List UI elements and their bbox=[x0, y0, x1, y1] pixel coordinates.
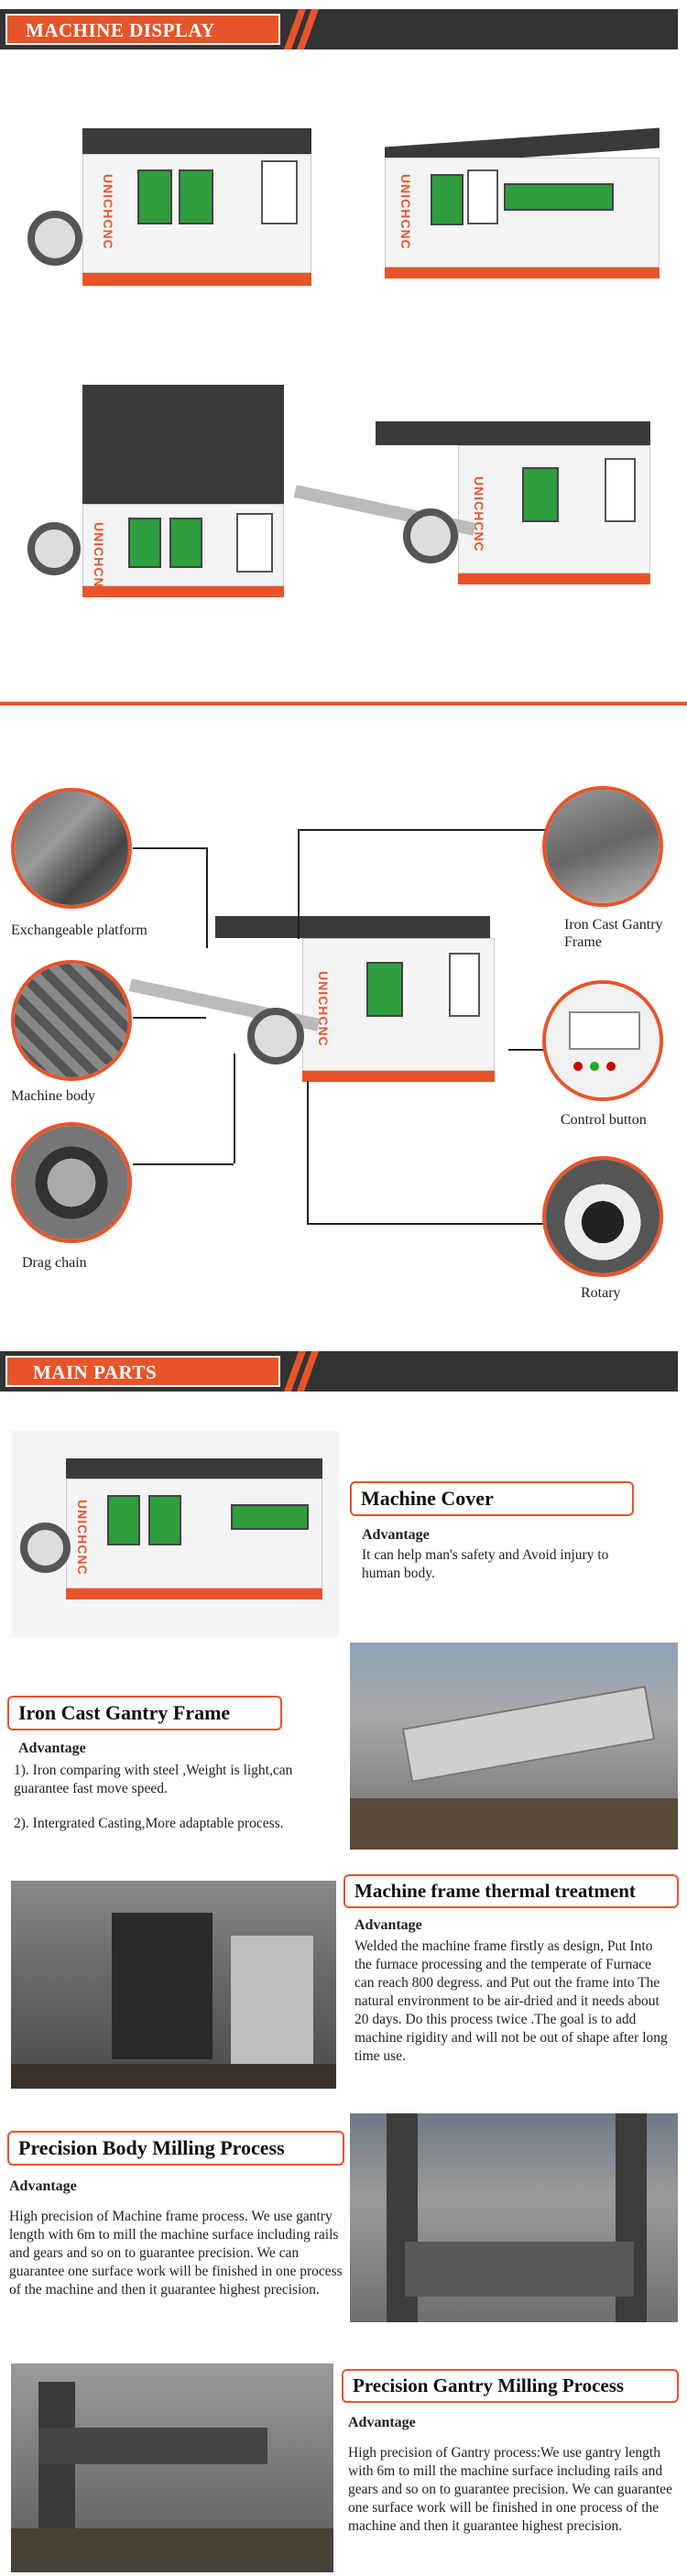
gantry-frame-photo bbox=[350, 1643, 678, 1850]
brand-text: UNICHCNC bbox=[472, 476, 486, 552]
title-gantry-frame: Iron Cast Gantry Frame bbox=[7, 1696, 282, 1730]
callout-label: Iron Cast Gantry Frame bbox=[564, 917, 663, 950]
brand-text: UNICHCNC bbox=[75, 1500, 90, 1576]
title-thermal-treatment: Machine frame thermal treatment bbox=[344, 1874, 679, 1908]
callout-label: Drag chain bbox=[22, 1255, 87, 1271]
machine-render-2: UNICHCNC bbox=[348, 119, 678, 302]
callout-label: Control button bbox=[561, 1112, 647, 1128]
machine-render-3: UNICHCNC bbox=[27, 385, 302, 605]
drag-chain-photo bbox=[11, 1122, 132, 1243]
advantage-label: Advantage bbox=[348, 2415, 416, 2430]
iron-cast-gantry-photo bbox=[542, 786, 663, 907]
callout-label: Machine body bbox=[11, 1088, 95, 1104]
brand-text: UNICHCNC bbox=[92, 522, 106, 598]
machine-cover-photo: UNICHCNC bbox=[11, 1431, 339, 1637]
section-title: MACHINE DISPLAY bbox=[26, 19, 215, 41]
advantage-label: Advantage bbox=[354, 1917, 422, 1933]
gantry-item-2: 2). Intergrated Casting,More adaptable p… bbox=[14, 1816, 284, 1831]
brand-text: UNICHCNC bbox=[101, 174, 115, 250]
control-button-photo bbox=[542, 980, 663, 1101]
exchangeable-platform-photo bbox=[11, 788, 132, 909]
gantry-milling-photo bbox=[11, 2363, 333, 2572]
brand-text: UNICHCNC bbox=[398, 174, 413, 250]
thermal-furnace-photo bbox=[11, 1881, 336, 2089]
gantry-milling-text: High precision of Gantry process:We use … bbox=[348, 2445, 672, 2534]
advantage-label: Advantage bbox=[18, 1741, 86, 1756]
machine-render-4: UNICHCNC bbox=[293, 421, 678, 605]
section-title: MAIN PARTS bbox=[33, 1361, 158, 1383]
machine-body-photo bbox=[11, 960, 132, 1081]
rotary-photo bbox=[542, 1156, 663, 1277]
advantage-label: Advantage bbox=[9, 2178, 77, 2194]
cover-text: It can help man's safety and Avoid injur… bbox=[362, 1547, 609, 1581]
section-header-parts: MAIN PARTS bbox=[0, 1351, 687, 1392]
body-milling-text: High precision of Machine frame process.… bbox=[9, 2209, 343, 2298]
section-header-display: MACHINE DISPLAY bbox=[0, 9, 687, 49]
advantage-label: Advantage bbox=[362, 1527, 430, 1543]
gantry-item-1: 1). Iron comparing with steel ,Weight is… bbox=[14, 1763, 293, 1796]
callout-label: Rotary bbox=[581, 1285, 621, 1301]
section-divider bbox=[0, 702, 687, 705]
thermal-text: Welded the machine frame firstly as desi… bbox=[354, 1938, 668, 2064]
title-gantry-milling: Precision Gantry Milling Process bbox=[342, 2369, 679, 2403]
title-body-milling: Precision Body Milling Process bbox=[7, 2131, 344, 2166]
title-machine-cover: Machine Cover bbox=[350, 1481, 634, 1516]
callout-label: Exchangeable platform bbox=[11, 922, 147, 938]
brand-text: UNICHCNC bbox=[316, 971, 331, 1047]
machine-render-1: UNICHCNC bbox=[27, 119, 321, 302]
body-milling-photo bbox=[350, 2113, 678, 2322]
